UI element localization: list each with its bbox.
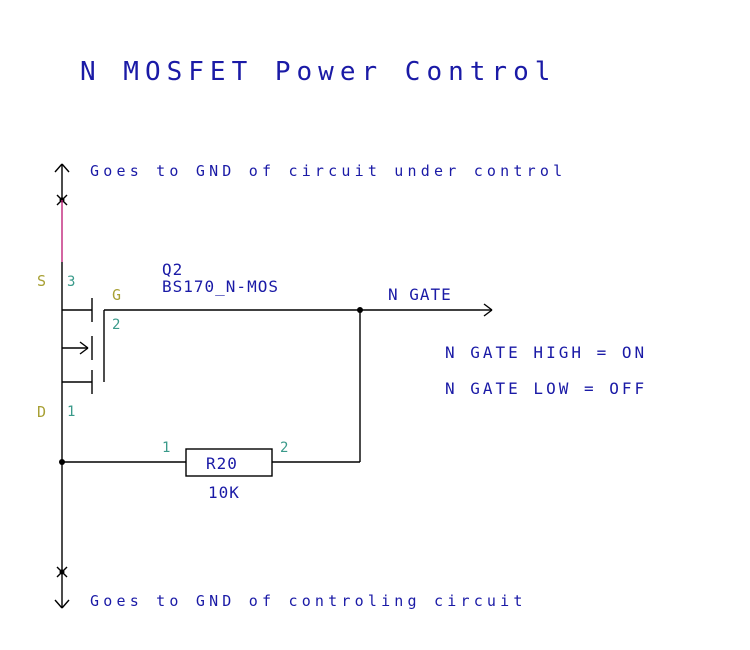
mosfet-symbol (61, 262, 105, 462)
resistor-value: 10K (208, 483, 240, 502)
pin-number-gate: 2 (112, 317, 120, 333)
pin-number-source: 3 (67, 274, 75, 290)
pin-name-source: S (37, 272, 46, 290)
net-label-n-gate: N GATE (388, 285, 452, 304)
gate-net-arrow (480, 303, 493, 317)
top-note: Goes to GND of circuit under control (90, 162, 566, 180)
bottom-note: Goes to GND of controling circuit (90, 592, 527, 610)
mosfet-ref: Q2 (162, 260, 183, 279)
resistor-pin1: 1 (162, 440, 170, 456)
mosfet-value: BS170_N-MOS (162, 277, 279, 296)
bottom-terminal-x-mark (56, 566, 68, 578)
bottom-connector-arrow (54, 599, 70, 609)
pin-number-drain: 1 (67, 404, 75, 420)
top-connector-arrow (54, 163, 70, 200)
note-gate-low: N GATE LOW = OFF (445, 379, 647, 398)
pin-name-drain: D (37, 403, 46, 421)
pin-name-gate: G (112, 286, 121, 304)
schematic-title: N MOSFET Power Control (80, 57, 556, 87)
resistor-pin2: 2 (280, 440, 288, 456)
note-gate-high: N GATE HIGH = ON (445, 343, 647, 362)
resistor-ref: R20 (206, 454, 238, 473)
